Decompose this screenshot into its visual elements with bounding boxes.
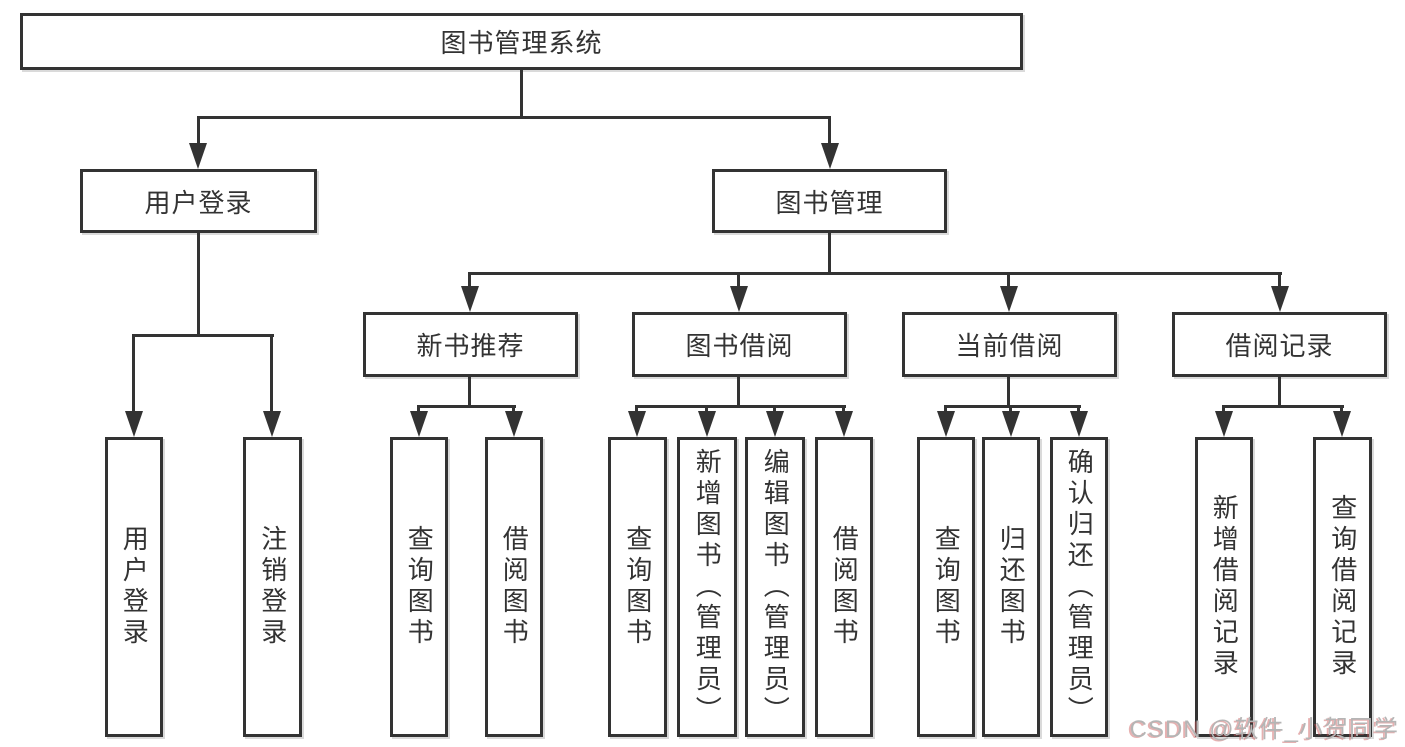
connector-line bbox=[737, 377, 740, 408]
arrow-down-icon bbox=[263, 411, 281, 437]
arrow-down-icon bbox=[835, 411, 853, 437]
connector-line bbox=[197, 116, 200, 146]
node-label: 借阅图书 bbox=[829, 525, 860, 649]
arrow-down-icon bbox=[1333, 411, 1351, 437]
connector-line bbox=[1223, 405, 1344, 408]
arrow-down-icon bbox=[821, 143, 839, 169]
connector-line bbox=[944, 405, 947, 415]
connector-line bbox=[197, 233, 200, 337]
connector-line bbox=[418, 405, 516, 408]
arrow-down-icon bbox=[125, 411, 143, 437]
connector-line bbox=[1222, 405, 1225, 415]
node-label: 用户登录 bbox=[119, 525, 150, 649]
connector-line bbox=[270, 334, 273, 414]
arrow-down-icon bbox=[410, 411, 428, 437]
connector-line bbox=[132, 334, 135, 414]
leaf-confirm-return-admin: 确认归还（管理员） bbox=[1050, 437, 1108, 737]
leaf-return-books: 归还图书 bbox=[982, 437, 1040, 737]
node-label: 借阅记录 bbox=[1225, 331, 1334, 361]
arrow-down-icon bbox=[698, 411, 716, 437]
connector-line bbox=[512, 405, 515, 415]
connector-line bbox=[197, 116, 831, 119]
connector-line bbox=[1009, 405, 1012, 415]
arrow-down-icon bbox=[730, 286, 748, 312]
leaf-query-books: 查询图书 bbox=[917, 437, 975, 737]
leaf-add-books-admin: 新增图书（管理员） bbox=[677, 437, 737, 737]
arrow-down-icon bbox=[766, 411, 784, 437]
connector-line bbox=[468, 377, 471, 408]
arrow-down-icon bbox=[1002, 411, 1020, 437]
node-label: 图书管理系统 bbox=[440, 28, 603, 58]
connector-line bbox=[132, 334, 274, 337]
arrow-down-icon bbox=[937, 411, 955, 437]
leaf-query-borrow-record: 查询借阅记录 bbox=[1313, 437, 1372, 737]
connector-line bbox=[468, 272, 471, 290]
connector-line bbox=[635, 405, 638, 415]
connector-line bbox=[417, 405, 420, 415]
node-label: 图书借阅 bbox=[685, 331, 794, 361]
leaf-logout: 注销登录 bbox=[243, 437, 302, 737]
arrow-down-icon bbox=[1070, 411, 1088, 437]
node-label: 确认归还（管理员） bbox=[1064, 447, 1095, 727]
node-label: 新增图书（管理员） bbox=[692, 447, 723, 727]
arrow-down-icon bbox=[505, 411, 523, 437]
node-user-login: 用户登录 bbox=[80, 169, 317, 233]
arrow-down-icon bbox=[461, 286, 479, 312]
connector-line bbox=[773, 405, 776, 415]
node-label: 查询图书 bbox=[931, 525, 962, 649]
connector-line bbox=[520, 70, 523, 119]
node-label: 编辑图书（管理员） bbox=[760, 447, 791, 727]
node-label: 注销登录 bbox=[257, 525, 288, 649]
leaf-query-books: 查询图书 bbox=[608, 437, 667, 737]
leaf-add-borrow-record: 新增借阅记录 bbox=[1195, 437, 1253, 737]
leaf-borrow-books: 借阅图书 bbox=[485, 437, 543, 737]
csdn-watermark: CSDN @软件_小贺同学 bbox=[1129, 716, 1399, 743]
connector-line bbox=[1007, 377, 1010, 408]
connector-line bbox=[828, 233, 831, 275]
node-new-book-recommendation: 新书推荐 bbox=[363, 312, 578, 377]
node-book-management: 图书管理 bbox=[712, 169, 947, 233]
connector-line bbox=[1077, 405, 1080, 415]
node-book-borrowing: 图书借阅 bbox=[632, 312, 847, 377]
node-label: 当前借阅 bbox=[955, 331, 1064, 361]
connector-line bbox=[828, 116, 831, 146]
node-label: 用户登录 bbox=[144, 187, 253, 218]
connector-line bbox=[636, 405, 846, 408]
node-label: 图书管理 bbox=[775, 187, 884, 218]
connector-line bbox=[1278, 272, 1281, 290]
node-label: 新增借阅记录 bbox=[1209, 494, 1240, 680]
connector-line bbox=[945, 405, 1081, 408]
node-label: 新书推荐 bbox=[416, 331, 525, 361]
leaf-borrow-books: 借阅图书 bbox=[815, 437, 873, 737]
connector-line bbox=[842, 405, 845, 415]
node-label: 归还图书 bbox=[996, 525, 1027, 649]
connector-line bbox=[1340, 405, 1343, 415]
connector-line bbox=[1007, 272, 1010, 290]
leaf-edit-books-admin: 编辑图书（管理员） bbox=[745, 437, 805, 737]
arrow-down-icon bbox=[628, 411, 646, 437]
arrow-down-icon bbox=[1271, 286, 1289, 312]
leaf-query-books: 查询图书 bbox=[390, 437, 448, 737]
arrow-down-icon bbox=[1000, 286, 1018, 312]
arrow-down-icon bbox=[189, 143, 207, 169]
connector-line bbox=[705, 405, 708, 415]
node-label: 查询图书 bbox=[622, 525, 653, 649]
node-label: 借阅图书 bbox=[499, 525, 530, 649]
node-library-management-system: 图书管理系统 bbox=[20, 13, 1023, 70]
arrow-down-icon bbox=[1215, 411, 1233, 437]
node-label: 查询图书 bbox=[404, 525, 435, 649]
node-current-borrowing: 当前借阅 bbox=[902, 312, 1117, 377]
node-label: 查询借阅记录 bbox=[1327, 494, 1358, 680]
connector-line bbox=[1278, 377, 1281, 408]
connector-line bbox=[469, 272, 1282, 275]
leaf-user-login: 用户登录 bbox=[105, 437, 163, 737]
node-borrowing-records: 借阅记录 bbox=[1172, 312, 1387, 377]
connector-line bbox=[737, 272, 740, 290]
